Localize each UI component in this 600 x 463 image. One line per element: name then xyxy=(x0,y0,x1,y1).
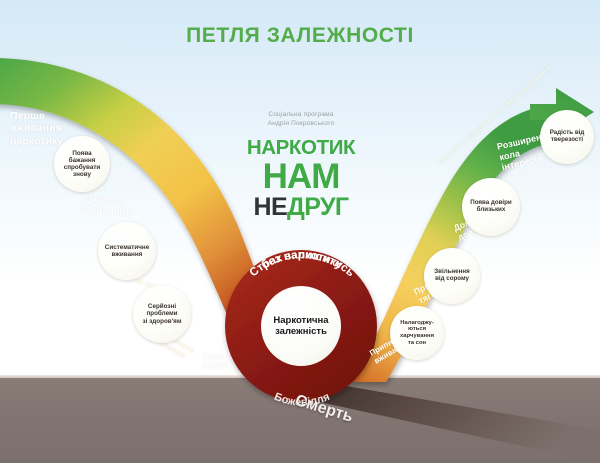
descent-label-fear-of-death: Страх смерті xyxy=(202,352,228,371)
bubble-eating-l4: та сон xyxy=(407,339,427,346)
bubble-urge-l4: знову xyxy=(73,171,91,179)
descent-label-first-use: Перше вживання наркотику xyxy=(10,110,63,147)
hub-core-circle: Наркотична залежність xyxy=(261,286,341,366)
bubble-eating-l1: Налагоджу- xyxy=(400,319,434,326)
hub-core-line2: залежність xyxy=(275,326,327,337)
bubble-urge-l2: бажання xyxy=(68,156,96,164)
descent-label-fear-l2: смерті xyxy=(202,361,229,371)
bubble-eating-l3: харчування xyxy=(399,333,435,339)
ascent-bubble-eating-and-sleep: Налагоджу- ються харчування та сон xyxy=(390,306,444,360)
bubble-joy-l1: Радість від xyxy=(549,129,585,137)
hub-arc-bottom-label: Божевілля xyxy=(272,391,331,409)
logo-word-nedrug: НЕДРУГ xyxy=(236,195,366,220)
page-title: ПЕТЛЯ ЗАЛЕЖНОСТІ xyxy=(186,24,414,47)
bubble-shame-l2: від сорому xyxy=(435,275,469,282)
program-logo: Соціальна програма Андрія Покровського Н… xyxy=(236,110,366,220)
logo-word-drug: ДРУГ xyxy=(287,193,349,222)
addiction-hub: Наркотична залежність xyxy=(225,250,377,402)
bubble-systematic-l2: вживання xyxy=(111,251,143,258)
descent-bubble-health-problems: Серйозні проблеми зі здоров'ям xyxy=(133,285,191,343)
descent-label-first-use-l3: наркотику xyxy=(10,134,64,147)
hub-arc-bottom-text: Божевілля xyxy=(272,391,331,409)
descent-bubble-urge-to-retry: Поява бажання спробувати знову xyxy=(54,136,110,192)
ascent-bubble-trust-of-close-ones: Поява довіри близьких xyxy=(462,178,520,236)
bubble-health-l3: зі здоров'ям xyxy=(142,317,182,325)
bubble-health-l2: проблеми xyxy=(146,310,178,318)
death-band xyxy=(292,378,600,463)
bubble-shame-l1: Звільнення xyxy=(434,268,470,276)
logo-word-ne: НЕ xyxy=(253,193,288,222)
descent-label-first-use-l1: Перше xyxy=(10,110,45,122)
bubble-urge-l1: Поява xyxy=(72,149,92,157)
bubble-trust-l2: близьких xyxy=(476,206,506,213)
bubble-urge-l3: спробувати xyxy=(63,164,101,171)
bubble-eating-l2: ються xyxy=(407,326,427,333)
hub-core-line1: Наркотична xyxy=(273,314,329,326)
descent-band xyxy=(0,58,300,382)
logo-word-narkotyk: НАРКОТИК xyxy=(246,135,356,159)
ascent-band xyxy=(300,104,566,382)
descent-bubble-systematic-use: Систематичне вживання xyxy=(98,222,156,280)
bubble-trust-l1: Поява довіри xyxy=(470,199,512,207)
bubble-systematic-l1: Систематичне xyxy=(104,243,150,251)
logo-subtitle-line1: Соціальна програма xyxy=(268,111,334,118)
descent-label-first-use-l2: вживання xyxy=(10,122,62,135)
ascent-bubble-freedom-from-shame: Звільнення від сорому xyxy=(424,248,480,304)
logo-subtitle-line2: Андрія Покровського xyxy=(267,120,335,128)
logo-word-nam: НАМ xyxy=(262,156,341,196)
descent-label-fear-l1: Страх xyxy=(202,352,226,361)
bubble-joy-l2: тверезості xyxy=(550,136,584,143)
ascent-bubble-joy-of-sobriety: Радість від тверезості xyxy=(540,110,594,164)
bubble-health-l1: Серйозні xyxy=(147,303,177,311)
